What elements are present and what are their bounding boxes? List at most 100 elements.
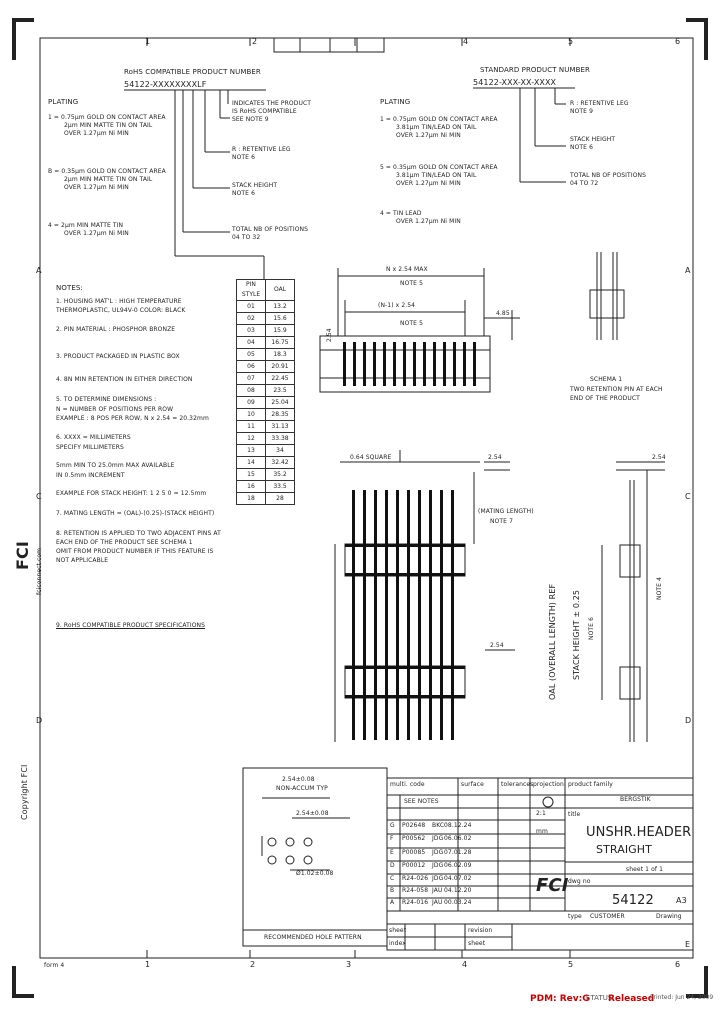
rev-letter: B (390, 887, 395, 894)
table-cell: 01 (236, 300, 266, 313)
plating-right-2c: OVER 1.27µm Ni MIN (396, 180, 461, 187)
tb-row-index: index (389, 940, 406, 947)
table-cell: 10 (236, 408, 266, 421)
tb-title-2: STRAIGHT (596, 843, 652, 856)
note-line: NOT APPLICABLE (56, 557, 109, 564)
footer-pdm: PDM: Rev:G (530, 994, 590, 1004)
zone-number-5: 5 (568, 37, 574, 46)
rev-letter: C (390, 875, 395, 882)
zone-number-2: 2 (252, 37, 258, 46)
rohs-title: RoHS COMPATIBLE PRODUCT NUMBER (124, 68, 261, 76)
rev-by: JDG (432, 875, 444, 882)
stack-right-1: STACK HEIGHT (570, 136, 616, 143)
positions-left-2: 04 TO 32 (232, 234, 261, 241)
rev-ecn: R24-026 (402, 875, 429, 882)
stack-height-label: STACK HEIGHT ± 0.25 (572, 589, 581, 680)
tb-tolerances: tolerances (501, 781, 534, 788)
retentive-right-1: R : RETENTIVE LEG (570, 100, 629, 107)
note-line: EXAMPLE : 8 POS PER ROW, N x 2.54 = 20.3… (56, 415, 209, 422)
schema-label-3: END OF THE PRODUCT (570, 395, 640, 402)
tb-projection: projection (533, 781, 564, 788)
tb-scale: 2:1 (536, 810, 546, 817)
note-line: 6. XXXX = MILLIMETERS (56, 434, 131, 441)
tb-type-label: type (568, 913, 582, 920)
tb-surface: surface (461, 781, 484, 788)
note-line: SPECIFY MILLIMETERS (56, 444, 124, 451)
stack-left-2: NOTE 6 (232, 190, 255, 197)
table-cell: 22.45 (265, 372, 295, 385)
table-cell: 28.35 (265, 408, 295, 421)
retentive-left-1: R : RETENTIVE LEG (232, 146, 291, 153)
form-label: form 4 (44, 962, 65, 969)
zone-letter-a-right: A (685, 266, 691, 275)
rev-date: 06.06.02 (444, 835, 472, 842)
dim-254-vertical: 2.54 (326, 328, 333, 342)
note-line: 5. TO DETERMINE DIMENSIONS : (56, 396, 157, 403)
table-cell: 13.2 (265, 300, 295, 313)
tb-drawing: Drawing (656, 913, 682, 920)
rohs-note-line2: IS RoHS COMPATIBLE (232, 108, 297, 115)
retentive-right-2: NOTE 9 (570, 108, 593, 115)
rev-letter: A (390, 899, 395, 906)
table-cell: 15.6 (265, 312, 295, 325)
table-cell: 15.9 (265, 324, 295, 337)
tb-row-revision: revision (468, 927, 493, 934)
table-cell: 15 (236, 468, 266, 481)
dim-n1-pitch: (N-1) x 2.54 (378, 302, 416, 309)
rev-ecn: P00012 (402, 862, 426, 869)
footer-printed: Printed: Jun 24, 2009 (650, 994, 714, 1001)
tb-part: 54122 (612, 893, 654, 908)
note-line: 9. RoHS COMPATIBLE PRODUCT SPECIFICATION… (56, 622, 206, 629)
oal-label: OAL (OVERALL LENGTH) REF (548, 583, 557, 700)
plating-left-2c: OVER 1.27µm Ni MIN (64, 184, 129, 191)
plating-left-1a: 1 = 0.75µm GOLD ON CONTACT AREA (48, 114, 166, 121)
rev-date: 07.01.28 (444, 849, 472, 856)
rev-ecn: P00085 (402, 849, 426, 856)
zone-number-1-bottom: 1 (145, 960, 151, 969)
zone-number-4-bottom: 4 (462, 960, 468, 969)
rev-letter: D (390, 862, 395, 869)
note-line: 8. RETENTION IS APPLIED TO TWO ADJACENT … (56, 530, 221, 537)
note-line: THERMOPLASTIC, UL94V-0 COLOR: BLACK (56, 307, 186, 314)
positions-right-1: TOTAL NB OF POSITIONS (570, 172, 647, 179)
zone-number-2-bottom: 2 (250, 960, 256, 969)
fci-side-logo: FCI (13, 541, 32, 570)
rev-letter: G (390, 822, 395, 829)
tb-size: A3 (676, 896, 687, 905)
table-cell: 16.75 (265, 336, 295, 349)
table-cell: 12 (236, 432, 266, 445)
notes-title: NOTES: (56, 284, 83, 292)
table-cell: 02 (236, 312, 266, 325)
rev-by: JDG (432, 862, 444, 869)
rohs-note-line3: SEE NOTE 9 (232, 116, 269, 123)
zone-letter-d-right: D (685, 716, 692, 725)
tb-sheet: sheet 1 of 1 (626, 866, 664, 873)
note-line: 4. 8N MIN RETENTION IN EITHER DIRECTION (56, 376, 193, 383)
mating-length: (MATING LENGTH) (478, 508, 534, 515)
rev-ecn: P00562 (402, 835, 426, 842)
note-4-vertical: NOTE 4 (656, 577, 663, 600)
note-line: 7. MATING LENGTH = (OAL)-(0.25)-(STACK H… (56, 510, 215, 517)
rohs-note-line1: INDICATES THE PRODUCT (232, 100, 311, 107)
pattern-dim-3: 2.54±0.08 (296, 810, 329, 817)
zone-number-6-bottom: 6 (675, 960, 681, 969)
schema-label-2: TWO RETENTION PIN AT EACH (570, 386, 663, 393)
dim-note-6: NOTE 5 (400, 280, 423, 287)
rev-by: JAU (432, 887, 443, 894)
tb-row-sheet: sheet (389, 927, 407, 934)
zone-number-6: 6 (675, 37, 681, 46)
pattern-title: RECOMMENDED HOLE PATTERN (264, 934, 362, 941)
zone-number-5-bottom: 5 (568, 960, 574, 969)
table-cell: 23.5 (265, 384, 295, 397)
copyright-text: Copyright FCI (20, 764, 29, 820)
table-cell: 25.04 (265, 396, 295, 409)
pattern-dim-1: 2.54±0.08 (282, 776, 315, 783)
note-line: 1. HOUSING MAT'L : HIGH TEMPERATURE (56, 298, 182, 305)
table-cell: 06 (236, 360, 266, 373)
fci-logo: FCI (536, 875, 569, 896)
table-cell: 14 (236, 456, 266, 469)
note-line: EACH END OF THE PRODUCT SEE SCHEMA 1 (56, 539, 193, 546)
dim-064-square: 0.64 SQUARE (350, 454, 392, 461)
table-cell: 04 (236, 336, 266, 349)
dim-254-side: 2.54 (652, 454, 666, 461)
